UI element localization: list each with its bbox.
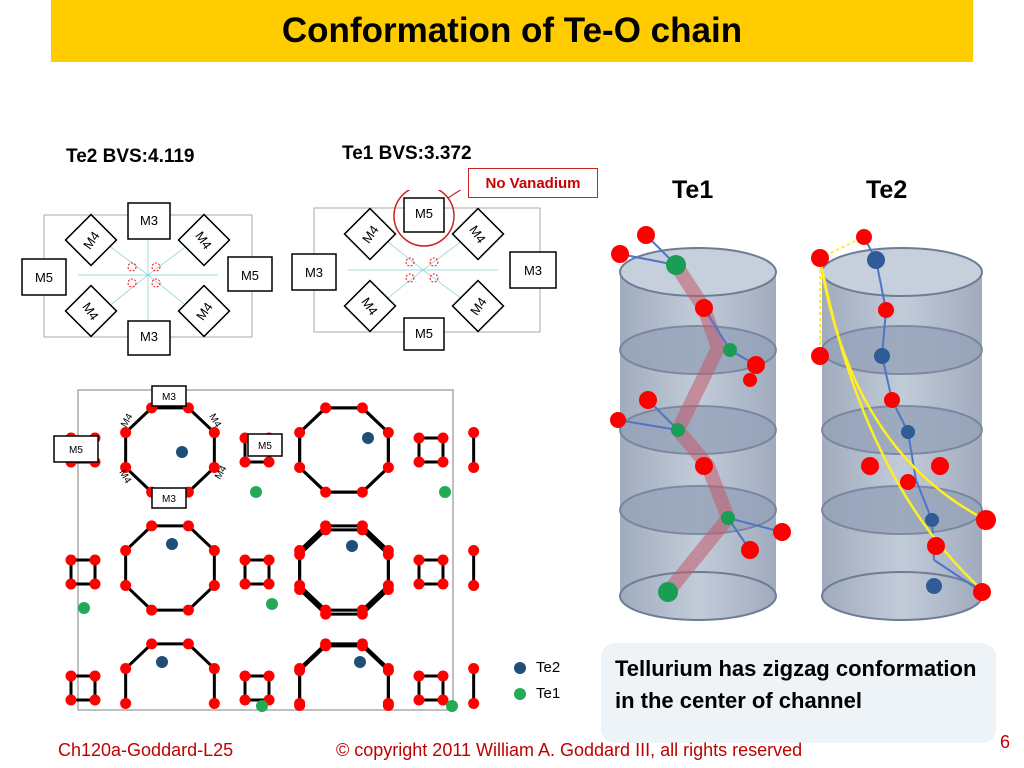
label-m3: M3 — [140, 213, 158, 228]
legend-te2-label: Te2 — [536, 659, 561, 676]
te-atom-icon — [354, 656, 366, 668]
te-atom-icon — [176, 446, 188, 458]
cylinder-te2 — [811, 229, 996, 621]
te-atom-icon — [256, 700, 268, 712]
framework-lattice-diagram: M3 M3 M5 M5 M4 M4 M4 M4 — [53, 385, 480, 712]
te1-bvs-label: Te1 BVS:3.372 — [342, 143, 472, 164]
legend-te2: Te2 — [514, 659, 560, 676]
page-title: Conformation of Te-O chain — [281, 11, 743, 50]
te-atom-icon — [78, 602, 90, 614]
te1-cluster-diagram: M5 M5 M3 M3 M4 M4 M4 M4 — [291, 190, 557, 351]
info-text: Tellurium has zigzag conformation in the… — [615, 656, 977, 713]
te-atom-icon — [156, 656, 168, 668]
te-atom-icon — [346, 540, 358, 552]
te2-bvs-label: Te2 BVS:4.119 — [66, 146, 195, 167]
te2-cluster-diagram: M3 M3 M5 M5 M4 M4 M4 M4 — [21, 202, 273, 356]
no-vanadium-callout: No Vanadium — [468, 168, 598, 198]
label-m5: M5 — [415, 206, 433, 221]
footer-copyright: © copyright 2011 William A. Goddard III,… — [336, 740, 803, 760]
te-atom-icon — [166, 538, 178, 550]
channel-cylinders-diagram — [610, 226, 996, 621]
cyl-label-te1: Te1 — [672, 176, 714, 204]
label-m3: M3 — [524, 263, 542, 278]
te2-dot-icon — [514, 661, 526, 674]
te-atom-icon — [439, 486, 451, 498]
te-atom-icon — [362, 432, 374, 444]
footer-course: Ch120a-Goddard-L25 — [58, 740, 234, 760]
lattice-label-m3: M3 — [162, 494, 176, 505]
te-atom-icon — [250, 486, 262, 498]
lattice-label-m3: M3 — [162, 392, 176, 403]
title-bar: Conformation of Te-O chain — [51, 0, 973, 62]
legend-te1-label: Te1 — [536, 685, 561, 702]
cylinder-te1 — [610, 226, 791, 621]
te1-dot-icon — [514, 687, 526, 700]
legend-te1: Te1 — [514, 685, 560, 702]
page-number: 6 — [1000, 732, 1011, 752]
lattice-label-m5: M5 — [69, 445, 83, 456]
label-m5: M5 — [241, 268, 259, 283]
te-atom-icon — [446, 700, 458, 712]
label-m5: M5 — [35, 270, 53, 285]
te-atom-icon — [266, 598, 278, 610]
info-callout-box: Tellurium has zigzag conformation in the… — [601, 643, 996, 743]
label-m3: M3 — [305, 265, 323, 280]
cyl-label-te2: Te2 — [866, 176, 908, 204]
label-m5: M5 — [415, 326, 433, 341]
lattice-label-m5: M5 — [258, 441, 272, 452]
label-m3: M3 — [140, 329, 158, 344]
